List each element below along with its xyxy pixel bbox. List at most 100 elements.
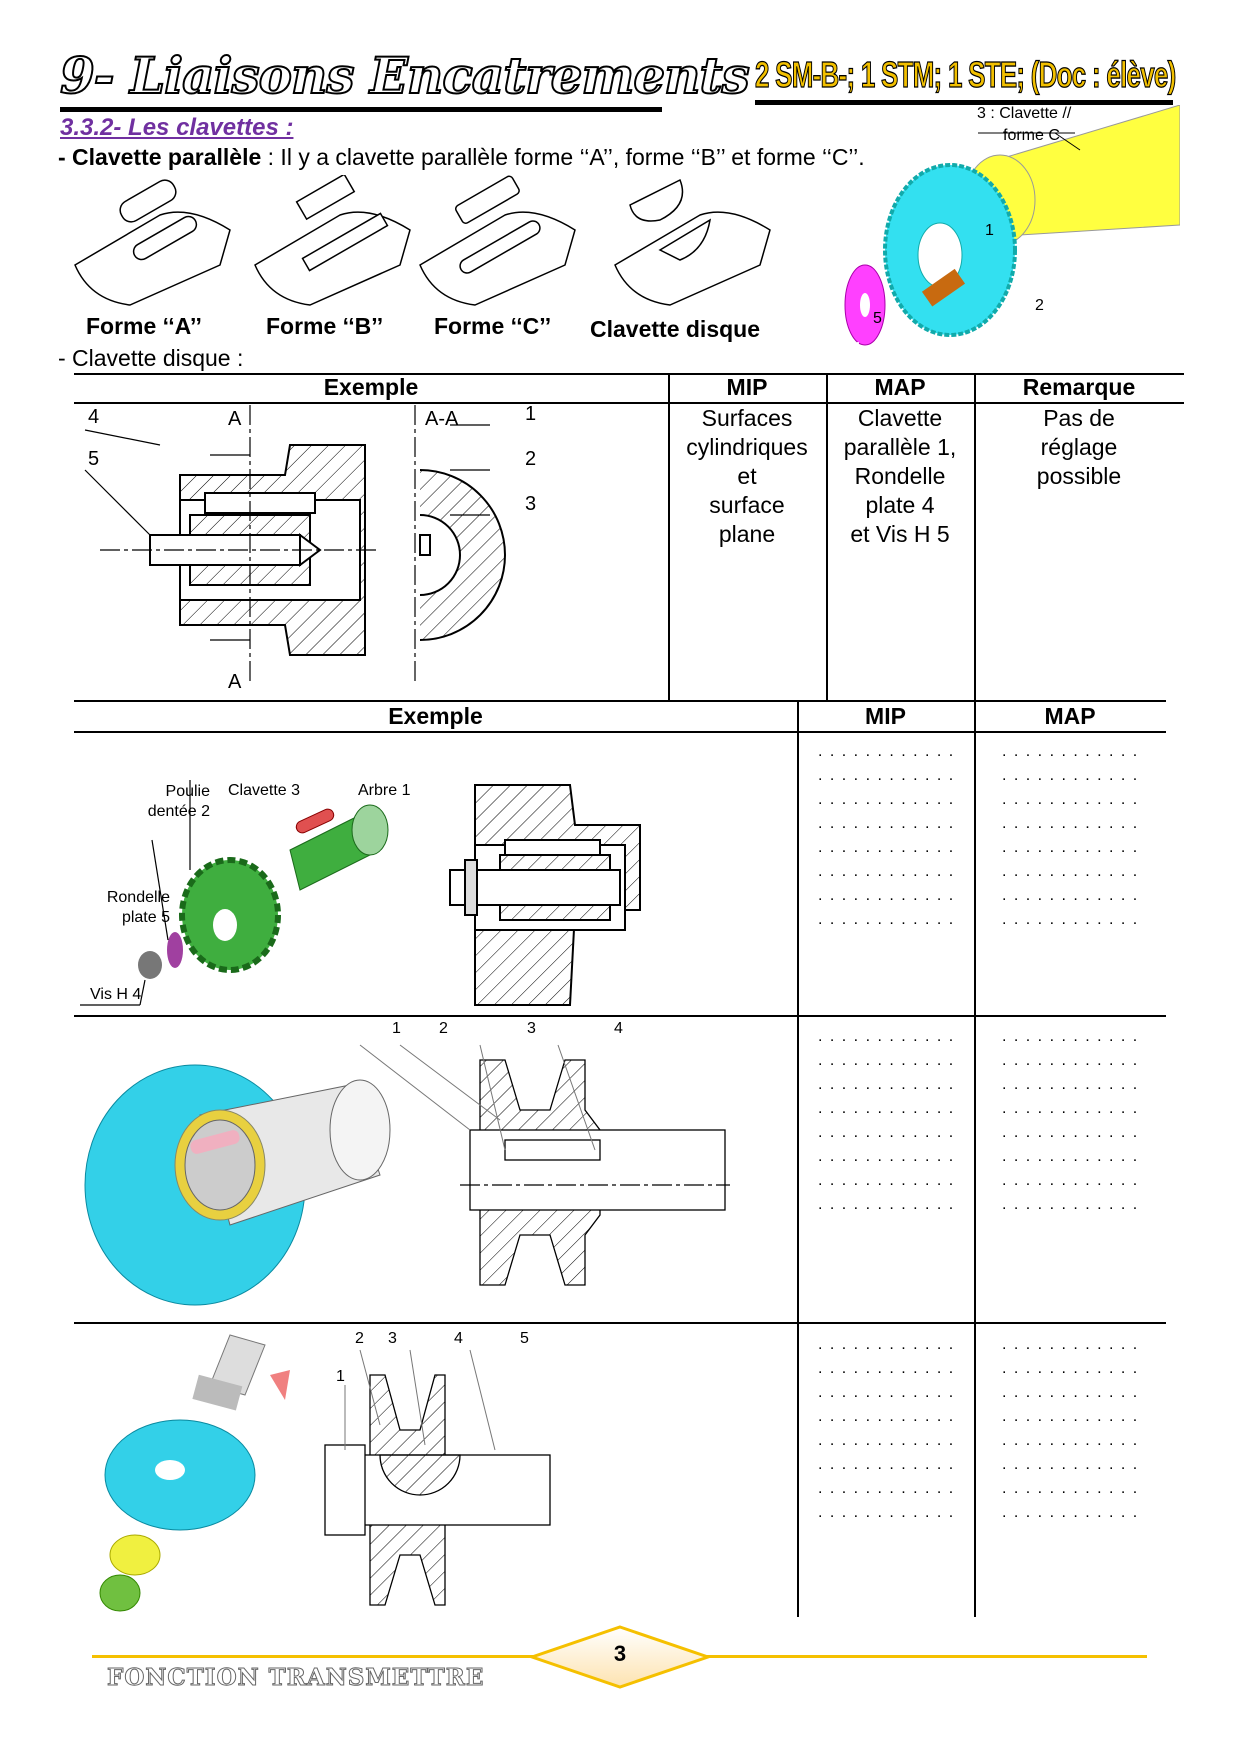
mip-line: et — [737, 463, 757, 489]
row1-drawings — [80, 780, 641, 1006]
table2-divider — [974, 700, 976, 1617]
row2-drawings — [84, 1044, 730, 1306]
row1-callout-lines — [80, 780, 191, 1006]
dotted-line: . . . . . . . . . . . . — [1002, 1504, 1139, 1521]
dotted-line: . . . . . . . . . . . . — [1002, 1408, 1139, 1425]
row1-3d-assembly — [138, 804, 389, 979]
disk-key-heading: - Clavette disque : — [58, 345, 244, 371]
row1-section-drawing — [449, 784, 641, 1006]
dotted-line: . . . . . . . . . . . . — [818, 1196, 955, 1213]
part-number-1: 1 — [985, 222, 994, 239]
label-clavette-3: Clavette 3 — [228, 782, 301, 799]
mip-answer-area-row2[interactable]: . . . . . . . . . . . . . . . . . . . . .… — [818, 1025, 968, 1217]
table2-row-border — [74, 1015, 1166, 1017]
dotted-line: . . . . . . . . . . . . — [818, 1052, 955, 1069]
row3-section-drawing — [324, 1374, 551, 1606]
dotted-line: . . . . . . . . . . . . — [1002, 815, 1139, 832]
parallel-key-description: - Clavette parallèle : Il y a clavette p… — [58, 144, 865, 171]
row3-callout-5: 5 — [520, 1330, 529, 1347]
dotted-line: . . . . . . . . . . . . — [818, 1480, 955, 1497]
dotted-line: . . . . . . . . . . . . — [1002, 1432, 1139, 1449]
dotted-line: . . . . . . . . . . . . — [1002, 1052, 1139, 1069]
assembly-callout-line2: forme C — [1003, 127, 1060, 144]
dotted-line: . . . . . . . . . . . . — [818, 911, 955, 928]
dotted-line: . . . . . . . . . . . . — [818, 1148, 955, 1165]
dotted-line: . . . . . . . . . . . . — [818, 815, 955, 832]
dotted-line: . . . . . . . . . . . . — [1002, 1336, 1139, 1353]
mip-answer-area-row3[interactable]: . . . . . . . . . . . . . . . . . . . . .… — [818, 1333, 968, 1525]
dotted-line: . . . . . . . . . . . . — [1002, 743, 1139, 760]
dotted-line: . . . . . . . . . . . . — [818, 1456, 955, 1473]
dotted-line: . . . . . . . . . . . . — [1002, 839, 1139, 856]
dotted-line: . . . . . . . . . . . . — [1002, 1076, 1139, 1093]
table2-header-map: MAP — [1044, 703, 1096, 729]
table2-header-border — [74, 731, 1166, 733]
dotted-line: . . . . . . . . . . . . — [818, 1432, 955, 1449]
dotted-line: . . . . . . . . . . . . — [818, 1336, 955, 1353]
dotted-line: . . . . . . . . . . . . — [818, 1408, 955, 1425]
table1-divider — [826, 373, 828, 700]
header-underline — [755, 100, 1173, 105]
map-answer-area-row2[interactable]: . . . . . . . . . . . . . . . . . . . . .… — [1002, 1025, 1152, 1217]
row2-3d-pulley — [84, 1064, 391, 1306]
dotted-line: . . . . . . . . . . . . — [818, 1124, 955, 1141]
dotted-line: . . . . . . . . . . . . — [818, 839, 955, 856]
dotted-line: . . . . . . . . . . . . — [818, 791, 955, 808]
row2-callout-4: 4 — [614, 1020, 623, 1037]
key-shapes-illustration — [74, 175, 771, 306]
section-label-bottom: A — [228, 671, 242, 693]
dotted-line: . . . . . . . . . . . . — [1002, 911, 1139, 928]
dotted-line: . . . . . . . . . . . . — [1002, 767, 1139, 784]
row2-callout-3: 3 — [527, 1020, 536, 1037]
row3-callout-4: 4 — [454, 1330, 463, 1347]
row3-drawings — [99, 1334, 551, 1612]
dotted-line: . . . . . . . . . . . . — [1002, 1384, 1139, 1401]
label-line: plate 5 — [121, 909, 170, 926]
mip-answer-area-row1[interactable]: . . . . . . . . . . . . . . . . . . . . .… — [818, 740, 968, 932]
row3-callout-1: 1 — [336, 1368, 345, 1385]
dotted-line: . . . . . . . . . . . . — [1002, 1360, 1139, 1377]
part-number-4: 4 — [852, 340, 861, 357]
dotted-line: . . . . . . . . . . . . — [818, 767, 955, 784]
row3-callout-2: 2 — [355, 1330, 364, 1347]
key-disk-drawing — [614, 178, 771, 306]
dotted-line: . . . . . . . . . . . . — [1002, 863, 1139, 880]
table2-row-border — [74, 1322, 1166, 1324]
dotted-line: . . . . . . . . . . . . — [1002, 1172, 1139, 1189]
map-line: Clavette — [857, 405, 943, 431]
row2-callout-1: 1 — [392, 1020, 401, 1037]
section-label-top: A — [228, 408, 242, 430]
class-levels: 2 SM-B-; 1 STM; 1 STE; (Doc : élève) — [755, 53, 1177, 95]
row2-callout-2: 2 — [439, 1020, 448, 1037]
table1-top-border — [74, 373, 1184, 375]
table1-header-map: MAP — [874, 374, 926, 400]
dotted-line: . . . . . . . . . . . . — [1002, 791, 1139, 808]
table1-header-remarque: Remarque — [1022, 374, 1136, 400]
map-answer-area-row3[interactable]: . . . . . . . . . . . . . . . . . . . . .… — [1002, 1333, 1152, 1525]
dotted-line: . . . . . . . . . . . . — [818, 1504, 955, 1521]
screw-4 — [921, 268, 966, 307]
row2-callout-lines — [359, 1044, 596, 1151]
dotted-line: . . . . . . . . . . . . — [1002, 1196, 1139, 1213]
label-poulie-dentee: Poulie dentée 2 — [132, 782, 210, 822]
mip-line: Surfaces — [701, 405, 793, 431]
callout-2: 2 — [525, 448, 536, 470]
label-vis-h4: Vis H 4 — [90, 986, 142, 1003]
callout-4: 4 — [88, 406, 99, 428]
page-number-badge — [530, 1625, 710, 1689]
label-line: dentée 2 — [147, 803, 210, 820]
dotted-line: . . . . . . . . . . . . — [818, 1384, 955, 1401]
section-subtitle: 3.3.2- Les clavettes : — [60, 114, 294, 141]
remarque-line: Pas de — [1043, 405, 1115, 431]
dotted-line: . . . . . . . . . . . . — [818, 743, 955, 760]
table2-header-exemple: Exemple — [388, 703, 483, 729]
row3-callout-lines — [344, 1349, 496, 1451]
label-line: Poulie — [165, 783, 210, 800]
map-line: Rondelle — [854, 463, 946, 489]
part-number-5: 5 — [873, 310, 882, 327]
map-answer-area-row1[interactable]: . . . . . . . . . . . . . . . . . . . . .… — [1002, 740, 1152, 932]
